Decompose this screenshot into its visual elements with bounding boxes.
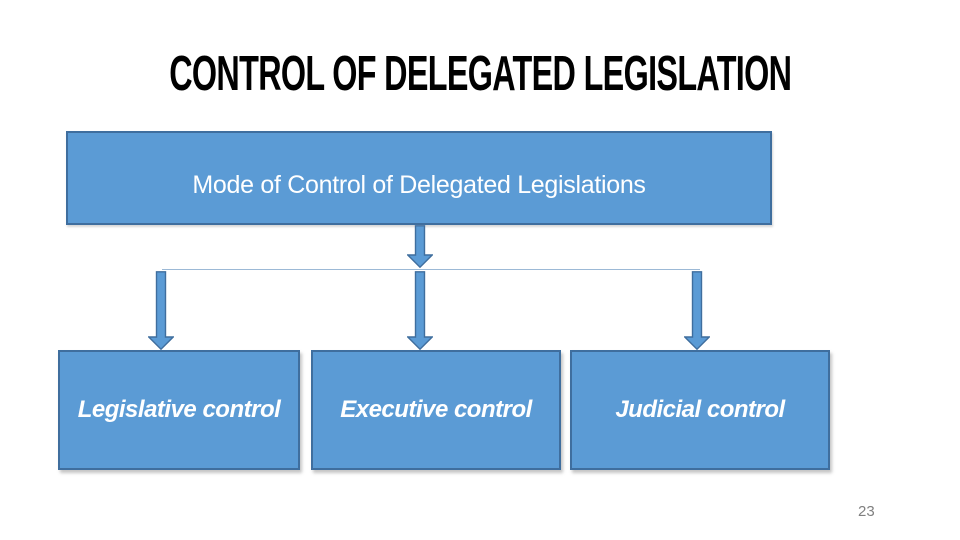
child-box-judicial-label: Judicial control (615, 396, 785, 423)
down-arrow-to-judicial-icon (684, 271, 710, 350)
root-box-label: Mode of Control of Delegated Legislation… (192, 170, 646, 199)
down-arrow-to-executive-icon (407, 271, 433, 350)
slide-title-text: CONTROL OF DELEGATED LEGISLATION (168, 47, 792, 101)
child-box-legislative-label: Legislative control (77, 396, 281, 423)
slide-title: CONTROL OF DELEGATED LEGISLATION (0, 46, 960, 102)
down-arrow-to-legislative-icon (148, 271, 174, 350)
down-arrow-from-root-icon (407, 225, 433, 268)
child-box-executive: Executive control (311, 350, 561, 470)
child-box-executive-label: Executive control (340, 396, 532, 423)
connector-line (162, 269, 700, 270)
root-box: Mode of Control of Delegated Legislation… (66, 131, 772, 225)
page-number: 23 (858, 503, 875, 520)
child-box-judicial: Judicial control (570, 350, 830, 470)
child-box-legislative: Legislative control (58, 350, 300, 470)
